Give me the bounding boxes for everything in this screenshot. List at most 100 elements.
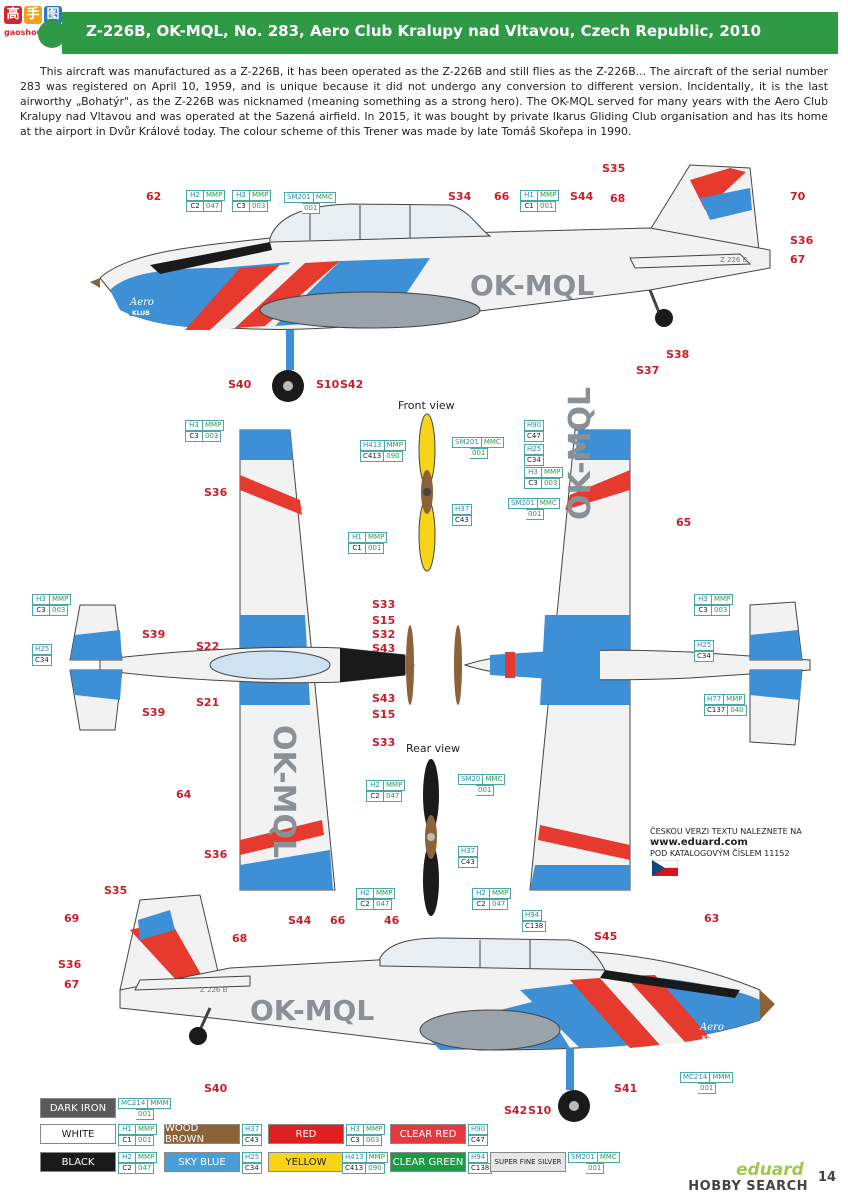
czech-version-note: ČESKOU VERZI TEXTU NALEZNETE NA www.edua… bbox=[650, 827, 802, 858]
front-view-label: Front view bbox=[398, 399, 455, 412]
registration-marking: OK-MQL bbox=[250, 994, 374, 1027]
cowl-logo: Aero bbox=[129, 297, 154, 308]
logo-box: 手 bbox=[24, 6, 42, 24]
registration-marking: OK-MQL bbox=[563, 387, 598, 520]
callout-label: S40 bbox=[204, 1082, 228, 1095]
callout-label: 68 bbox=[232, 932, 248, 945]
side-view-left: OK-MQL Z 226 B Aero KLUB bbox=[90, 164, 771, 402]
logo-box: 高 bbox=[4, 6, 22, 24]
front-view-propeller bbox=[418, 413, 436, 572]
cowl-logo-sub: KLUB bbox=[702, 1035, 720, 1042]
callout-label: 68 bbox=[610, 192, 626, 205]
callout-label: S44 bbox=[570, 190, 594, 203]
legend-item: YELLOW bbox=[268, 1152, 344, 1172]
logo-box: 图 bbox=[44, 6, 62, 24]
callout-label: S39 bbox=[142, 706, 166, 719]
callout-label: S22 bbox=[196, 640, 220, 653]
paint-code: H25 C34 bbox=[524, 444, 545, 466]
legend-codes: H37 C43 bbox=[242, 1124, 263, 1146]
callout-label: S36 bbox=[204, 848, 228, 861]
header-dot bbox=[38, 20, 66, 48]
callout-label: S42 bbox=[504, 1104, 528, 1117]
cowl-logo-sub: KLUB bbox=[132, 310, 150, 317]
callout-label: S33 bbox=[372, 736, 396, 749]
page-number: 14 bbox=[818, 1170, 837, 1185]
callout-label: 62 bbox=[146, 190, 162, 203]
legend-codes: H25 C34 bbox=[242, 1152, 263, 1174]
callout-label: S40 bbox=[228, 378, 252, 391]
callout-label: S21 bbox=[196, 696, 220, 709]
registration-marking: OK-MQL bbox=[266, 725, 301, 858]
rear-view-label: Rear view bbox=[406, 742, 461, 755]
paint-code: H25 C34 bbox=[32, 644, 53, 666]
site-logo: 高 手 图 gaoshou.com bbox=[4, 6, 70, 42]
callout-label: S44 bbox=[288, 914, 312, 927]
callout-label: 69 bbox=[64, 912, 80, 925]
callout-label: 67 bbox=[790, 253, 806, 266]
hobby-search-watermark: HOBBY SEARCH bbox=[688, 1179, 808, 1194]
callout-label: 66 bbox=[494, 190, 510, 203]
callout-label: S36 bbox=[58, 958, 82, 971]
callout-label: S36 bbox=[204, 486, 228, 499]
legend-codes: H90 C47 bbox=[468, 1124, 489, 1146]
fin-serial: Z 226 B bbox=[720, 256, 748, 264]
czech-flag-icon bbox=[652, 860, 678, 876]
callout-label: S43 bbox=[372, 642, 396, 655]
plan-view-bottom: OK-MQL bbox=[454, 387, 811, 891]
callout-label: S32 bbox=[372, 628, 396, 641]
paint-code: H90 C47 bbox=[524, 420, 545, 442]
side-view-right: OK-MQL Z 226 B Aero KLUB bbox=[119, 894, 775, 1122]
registration-marking: OK-MQL bbox=[470, 269, 594, 302]
callout-label: S36 bbox=[790, 234, 814, 247]
legend-item: BLACK bbox=[40, 1152, 116, 1172]
callout-label: S10 bbox=[528, 1104, 552, 1117]
callout-label: S37 bbox=[636, 364, 660, 377]
header-bar bbox=[62, 12, 838, 54]
callout-label: S10 bbox=[316, 378, 340, 391]
logo-url: gaoshou.com bbox=[4, 28, 64, 37]
callout-label: S35 bbox=[104, 884, 128, 897]
callout-label: 64 bbox=[176, 788, 192, 801]
legend-item: DARK IRON bbox=[40, 1098, 116, 1118]
callout-label: S33 bbox=[372, 598, 396, 611]
callout-label: 46 bbox=[384, 914, 400, 927]
eduard-url[interactable]: www.eduard.com bbox=[650, 837, 748, 848]
page-title: Z-226B, OK-MQL, No. 283, Aero Club Kralu… bbox=[86, 22, 762, 40]
eduard-brand: eduard bbox=[736, 1160, 804, 1180]
callout-label: S39 bbox=[142, 628, 166, 641]
legend-item: WHITE bbox=[40, 1124, 116, 1144]
callout-label: 67 bbox=[64, 978, 80, 991]
callout-label: 65 bbox=[676, 516, 692, 529]
legend-item: CLEAR GREEN bbox=[390, 1152, 466, 1172]
paint-code: H37 C43 bbox=[458, 846, 479, 868]
callout-label: S41 bbox=[614, 1082, 638, 1095]
paint-code: H37 C43 bbox=[452, 504, 473, 526]
callout-label: S45 bbox=[594, 930, 618, 943]
legend-codes: H94 C138 bbox=[468, 1152, 493, 1174]
callout-label: 70 bbox=[790, 190, 806, 203]
callout-label: S42 bbox=[340, 378, 364, 391]
legend-item: WOOD BROWN bbox=[164, 1123, 240, 1145]
callout-label: 66 bbox=[330, 914, 346, 927]
intro-text: This aircraft was manufactured as a Z-22… bbox=[20, 65, 828, 138]
callout-label: S34 bbox=[448, 190, 472, 203]
paint-code: H94 C138 bbox=[522, 910, 547, 932]
